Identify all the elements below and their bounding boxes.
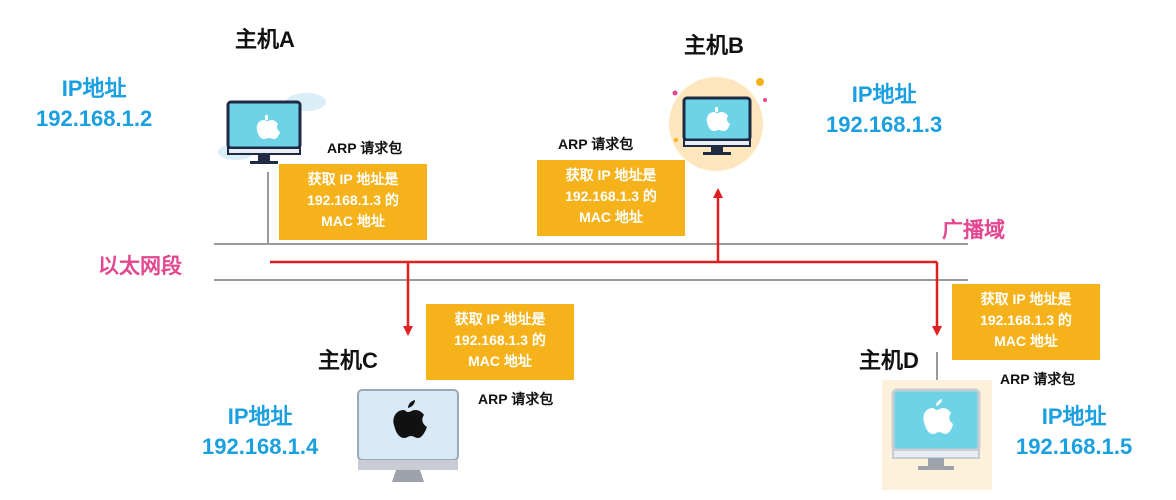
host-d-monitor-icon <box>882 380 992 490</box>
host-d-ip-address: 192.168.1.5 <box>1016 434 1133 459</box>
host-b-title: 主机B <box>684 33 744 58</box>
host-a-ip-label: IP地址 <box>61 76 127 101</box>
packet-line: MAC 地址 <box>321 213 385 229</box>
host-c-arp-packet: 获取 IP 地址是 192.168.1.3 的 MAC 地址 <box>426 304 574 380</box>
packet-line: 获取 IP 地址是 <box>980 291 1072 307</box>
host-d-title: 主机D <box>859 348 919 373</box>
host-c-arp-label: ARP 请求包 <box>478 391 554 407</box>
host-d-arp-packet: 获取 IP 地址是 192.168.1.3 的 MAC 地址 <box>952 284 1100 360</box>
host-b-monitor-icon <box>669 77 767 171</box>
packet-line: 192.168.1.3 的 <box>980 312 1072 328</box>
ethernet-segment-label: 以太网段 <box>98 255 182 278</box>
host-a-ip-block: IP地址 192.168.1.2 <box>36 74 152 134</box>
packet-line: 192.168.1.3 的 <box>565 188 657 204</box>
host-b-arp-label: ARP 请求包 <box>558 136 634 152</box>
host-d-ip-label: IP地址 <box>1041 404 1107 429</box>
host-c-ip-block: IP地址 192.168.1.4 <box>202 402 318 462</box>
host-b-ip-block: IP地址 192.168.1.3 <box>826 80 942 140</box>
host-a-arp-packet: 获取 IP 地址是 192.168.1.3 的 MAC 地址 <box>279 164 427 240</box>
host-d-arp-label: ARP 请求包 <box>1000 371 1076 387</box>
host-c-ip-address: 192.168.1.4 <box>202 434 319 459</box>
packet-line: 192.168.1.3 的 <box>454 332 546 348</box>
packet-line: 获取 IP 地址是 <box>307 171 399 187</box>
host-c-title: 主机C <box>318 348 378 373</box>
host-a-title: 主机A <box>235 27 295 52</box>
packet-line: 获取 IP 地址是 <box>454 311 546 327</box>
host-b-ip-address: 192.168.1.3 <box>826 112 943 137</box>
host-b-arp-packet: 获取 IP 地址是 192.168.1.3 的 MAC 地址 <box>537 160 685 236</box>
host-a-arp-label: ARP 请求包 <box>327 140 403 156</box>
host-c-ip-label: IP地址 <box>227 404 293 429</box>
packet-line: 192.168.1.3 的 <box>307 192 399 208</box>
host-d-ip-block: IP地址 192.168.1.5 <box>1016 402 1132 462</box>
packet-line: MAC 地址 <box>994 333 1058 349</box>
host-a-monitor-icon <box>218 93 326 164</box>
host-a-ip-address: 192.168.1.2 <box>36 106 153 131</box>
host-c-imac-icon <box>357 389 459 482</box>
broadcast-domain-label: 广播域 <box>942 219 1005 242</box>
packet-line: MAC 地址 <box>579 209 643 225</box>
packet-line: 获取 IP 地址是 <box>565 167 657 183</box>
host-b-ip-label: IP地址 <box>851 82 917 107</box>
packet-line: MAC 地址 <box>468 353 532 369</box>
